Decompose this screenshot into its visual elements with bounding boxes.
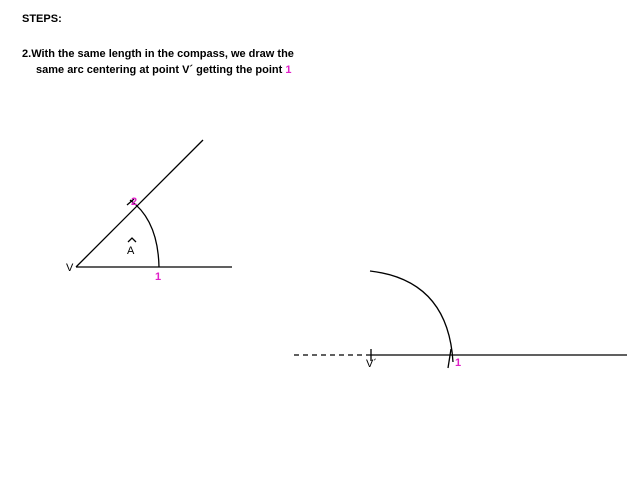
copy-arc [369, 270, 454, 363]
step-instruction: 2.With the same length in the compass, w… [22, 46, 322, 78]
copy-arc-tick [447, 348, 452, 369]
original-point-2-label: 2 [131, 196, 137, 208]
step-line-1: 2.With the same length in the compass, w… [22, 46, 322, 62]
step-number: 2. [22, 48, 32, 60]
step-line-2: same arc centering at point V´ getting t… [22, 62, 322, 78]
original-point-1-label: 1 [155, 271, 161, 283]
steps-heading: STEPS: [22, 13, 62, 25]
original-arc-tick [126, 198, 135, 206]
original-vertex-label: V [66, 262, 74, 274]
step-highlight-point: 1 [285, 64, 292, 76]
angle-hat-mark [127, 237, 137, 243]
step-text-line-1: With the same length in the compass, we … [31, 48, 294, 60]
copy-point-1-label: 1 [455, 357, 461, 369]
original-angle [75, 139, 232, 268]
original-arc [129, 199, 160, 268]
angle-label: A [127, 245, 135, 257]
copy-construction [294, 270, 627, 369]
copy-vertex-label: V´ [366, 358, 377, 370]
original-inclined-ray [75, 139, 204, 268]
step-text-line-2: same arc centering at point V´ getting t… [36, 64, 283, 76]
